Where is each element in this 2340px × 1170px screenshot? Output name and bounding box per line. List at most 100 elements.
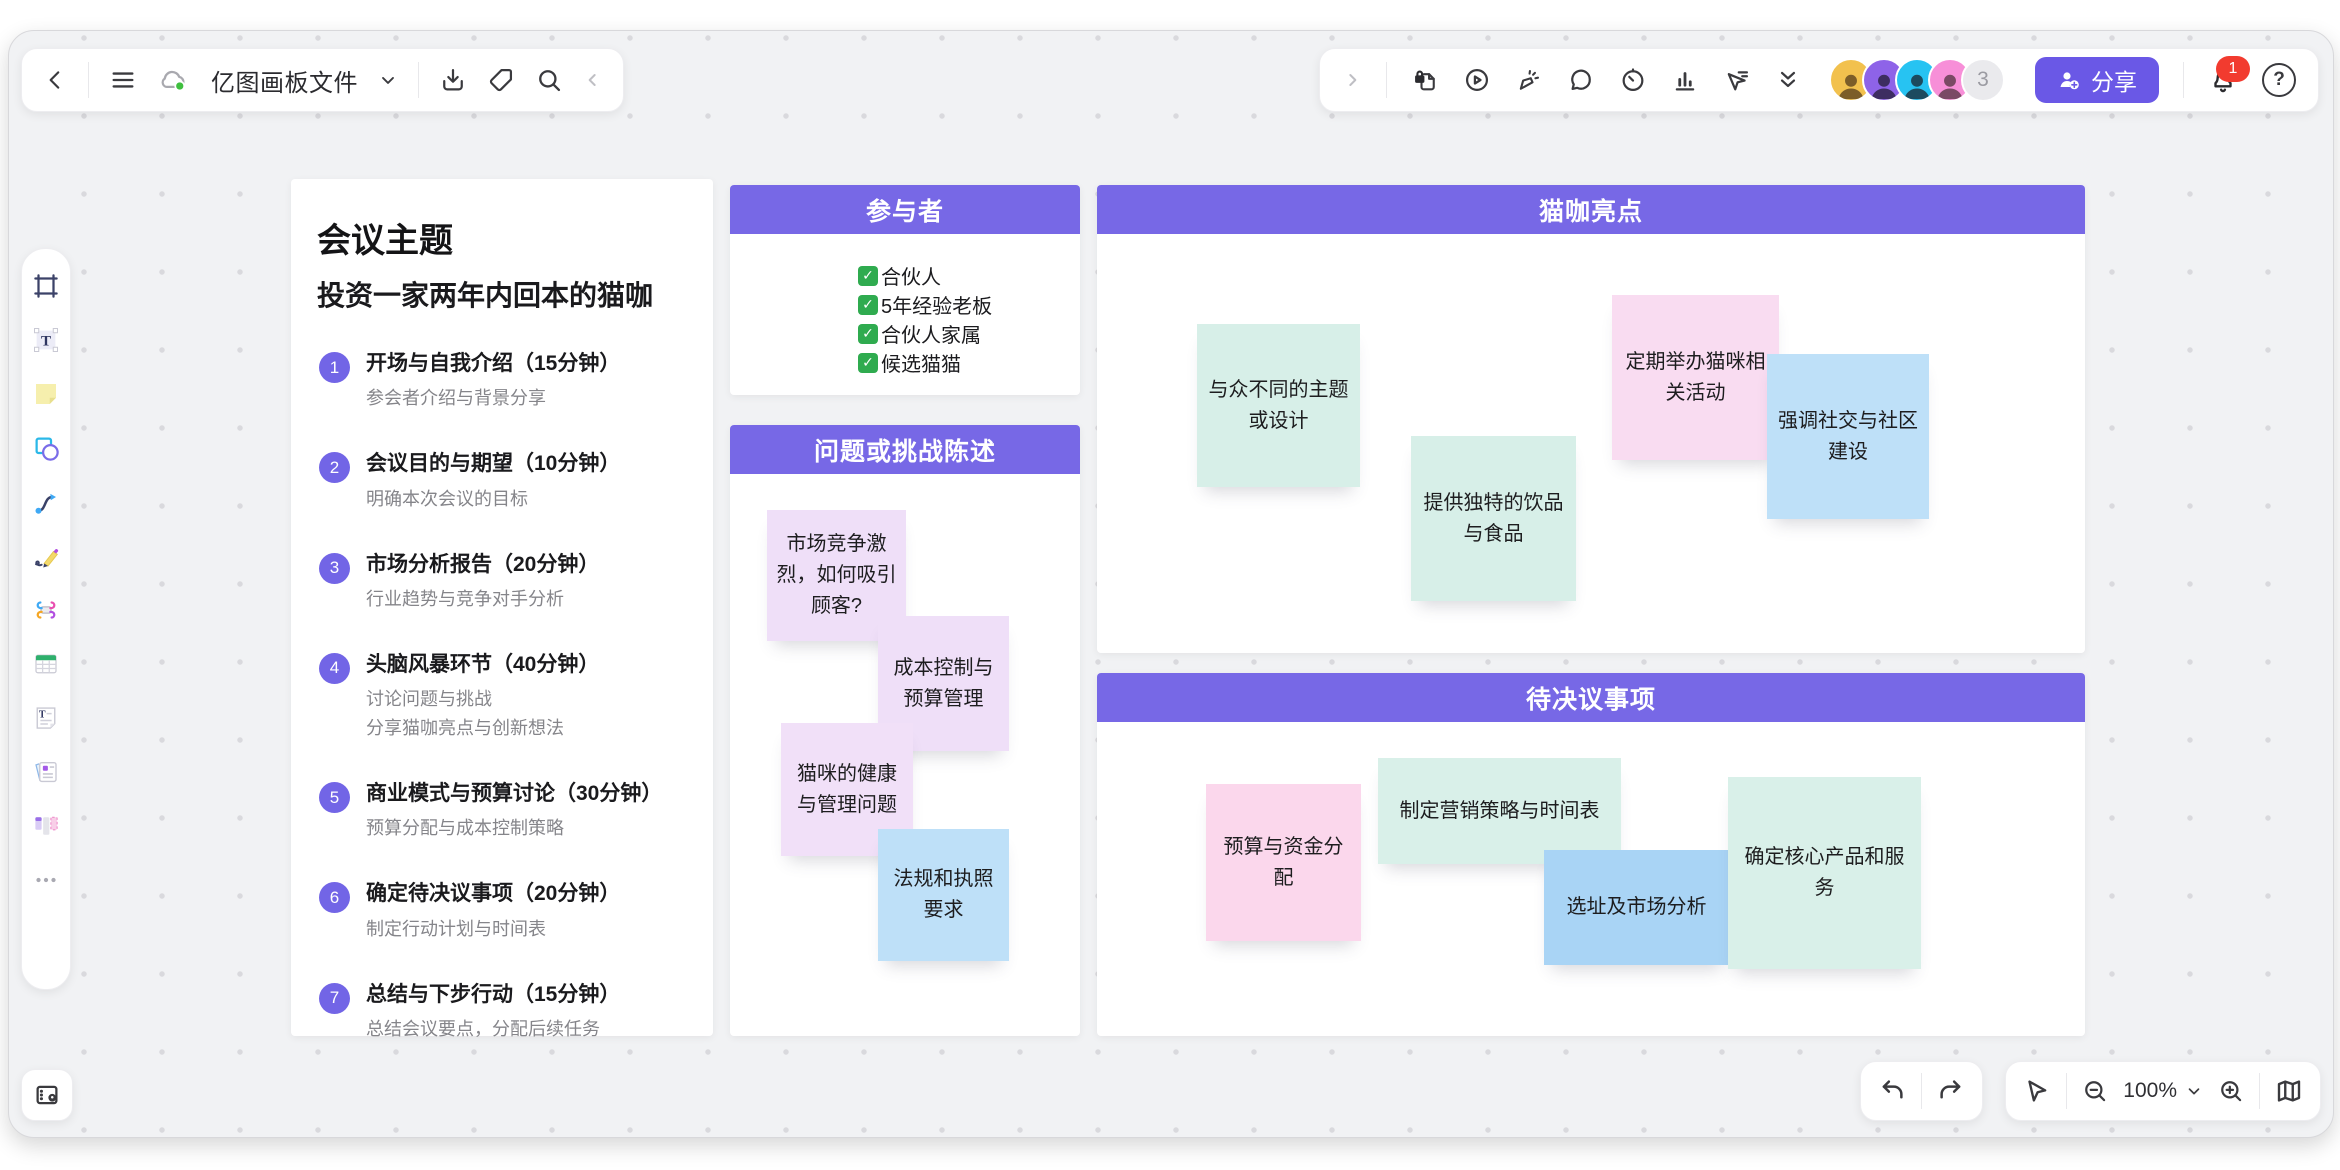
sticky-note[interactable]: 制定营销策略与时间表: [1378, 758, 1621, 864]
notification-badge: 1: [2216, 56, 2250, 82]
zoom-controls: 100%: [2005, 1061, 2321, 1121]
mindmap-tool-icon[interactable]: [31, 595, 61, 625]
agenda-title: 会议主题: [317, 222, 453, 260]
divider: [2066, 1073, 2068, 1109]
poll-chart-icon[interactable]: [1671, 66, 1699, 94]
connector-tool-icon[interactable]: [31, 487, 61, 517]
meeting-agenda-frame[interactable]: 会议主题 投资一家两年内回本的猫咖 1 开场与自我介绍（15分钟） 参会者介绍与…: [291, 179, 713, 1039]
agenda-item-number: 5: [319, 782, 350, 814]
participants-section[interactable]: 参与者 ✓合伙人 ✓5年经验老板 ✓合伙人家属 ✓候选猫猫: [730, 185, 1080, 395]
collaborator-avatars[interactable]: 3: [1829, 58, 2005, 102]
sticky-note[interactable]: 选址及市场分析: [1544, 850, 1729, 965]
agenda-item-desc: 行业趋势与竞争对手分析: [366, 588, 564, 609]
sticky-note-text: 制定营销策略与时间表: [1399, 799, 1600, 822]
divider: [2183, 62, 2184, 98]
check-icon: ✓: [858, 352, 878, 373]
sticky-note[interactable]: 强调社交与社区建设: [1767, 354, 1929, 519]
divider: [1921, 1073, 1922, 1109]
sticky-note[interactable]: 预算与资金分配: [1206, 784, 1361, 941]
comment-icon[interactable]: [1567, 66, 1595, 94]
agenda-item-number: 2: [319, 452, 350, 484]
collapse-left-icon[interactable]: [583, 70, 603, 90]
agenda-item: 1 开场与自我介绍（15分钟） 参会者介绍与背景分享: [319, 350, 713, 413]
menu-icon[interactable]: [109, 66, 137, 94]
sticky-note-tool-icon[interactable]: [31, 379, 61, 409]
agenda-item-desc: 分享猫咖亮点与创新想法: [366, 718, 564, 739]
timer-icon[interactable]: [1619, 66, 1647, 94]
divider: [2259, 1073, 2260, 1109]
document-tool-icon[interactable]: T: [31, 703, 61, 733]
agenda-subtitle: 投资一家两年内回本的猫咖: [317, 280, 654, 311]
share-button[interactable]: 分享: [2035, 57, 2159, 103]
sticky-note[interactable]: 与众不同的主题或设计: [1197, 324, 1360, 487]
agenda-item-number: 1: [319, 352, 350, 383]
agenda-item: 3 市场分析报告（20分钟） 行业趋势与竞争对手分析: [319, 551, 713, 614]
sticky-note-text: 与众不同的主题或设计: [1208, 378, 1349, 432]
check-icon: ✓: [858, 294, 878, 315]
agenda-item-desc: 制定行动计划与时间表: [366, 918, 546, 939]
whiteboard-window: 亿图画板文件: [8, 30, 2334, 1138]
agenda-item-title: 会议目的与期望（10分钟）: [366, 452, 621, 476]
sticky-note-text: 提供独特的饮品与食品: [1423, 491, 1564, 545]
sticky-note[interactable]: 市场竞争激烈，如何吸引顾客?: [767, 510, 906, 641]
agenda-item-title: 总结与下步行动（15分钟）: [366, 982, 621, 1006]
participant-item: ✓5年经验老板: [858, 290, 1080, 319]
sticky-note-text: 强调社交与社区建设: [1778, 409, 1918, 463]
undo-icon[interactable]: [1877, 1076, 1907, 1106]
double-chevron-down-icon[interactable]: [1775, 67, 1801, 93]
agenda-item-desc: 参会者介绍与背景分享: [366, 388, 546, 409]
shape-tool-icon[interactable]: [31, 433, 61, 463]
agenda-item: 2 会议目的与期望（10分钟） 明确本次会议的目标: [319, 450, 713, 513]
share-label: 分享: [2091, 69, 2137, 95]
document-title[interactable]: 亿图画板文件: [211, 69, 358, 97]
sticky-note-text: 市场竞争激烈，如何吸引顾客?: [776, 533, 897, 617]
avatar[interactable]: [1928, 58, 1972, 102]
notifications-bell-icon[interactable]: 1: [2208, 56, 2250, 95]
search-icon[interactable]: [535, 66, 563, 94]
more-tools-icon[interactable]: [31, 865, 61, 895]
zoom-chevron-down-icon[interactable]: [2185, 1082, 2203, 1100]
kanban-tool-icon[interactable]: [31, 811, 61, 841]
zoom-level[interactable]: 100%: [2123, 1079, 2177, 1102]
agenda-item: 5 商业模式与预算讨论（30分钟） 预算分配与成本控制策略: [319, 780, 713, 843]
back-icon[interactable]: [42, 67, 68, 93]
download-icon[interactable]: [439, 66, 467, 94]
expand-right-icon[interactable]: [1342, 70, 1362, 90]
locked-file-icon[interactable]: [1411, 66, 1439, 94]
zoom-out-icon[interactable]: [2081, 1077, 2109, 1105]
sticky-note[interactable]: 提供独特的饮品与食品: [1411, 436, 1576, 601]
agenda-item-title: 市场分析报告（20分钟）: [366, 552, 600, 576]
problems-section[interactable]: 问题或挑战陈述 市场竞争激烈，如何吸引顾客? 成本控制与预算管理 猫咪的健康与管…: [730, 425, 1080, 1036]
collaborator-count[interactable]: 3: [1961, 58, 2005, 102]
card-tool-icon[interactable]: [31, 757, 61, 787]
participant-item: ✓候选猫猫: [858, 348, 1080, 377]
problems-header: 问题或挑战陈述: [730, 425, 1080, 474]
frame-tool-icon[interactable]: [31, 271, 61, 301]
agenda-item: 7 总结与下步行动（15分钟） 总结会议要点，分配后续任务: [319, 981, 713, 1044]
zoom-in-icon[interactable]: [2217, 1077, 2245, 1105]
redo-icon[interactable]: [1936, 1076, 1966, 1106]
sticky-note[interactable]: 确定核心产品和服务: [1728, 777, 1921, 969]
chevron-down-icon[interactable]: [378, 70, 398, 90]
participants-header: 参与者: [730, 185, 1080, 234]
sticky-note-text: 猫咪的健康与管理问题: [797, 762, 897, 816]
laser-pointer-icon[interactable]: [1515, 66, 1543, 94]
highlights-section[interactable]: 猫咖亮点 与众不同的主题或设计 定期举办猫咪相关活动 提供独特的饮品与食品 强调…: [1097, 185, 2085, 653]
sticky-note[interactable]: 法规和执照要求: [878, 829, 1009, 961]
agenda-item-number: 7: [319, 982, 350, 1014]
sticky-note[interactable]: 定期举办猫咪相关活动: [1612, 295, 1779, 460]
agenda-item-title: 开场与自我介绍（15分钟）: [366, 352, 621, 375]
pen-tool-icon[interactable]: [31, 541, 61, 571]
tag-icon[interactable]: [487, 66, 515, 94]
text-tool-icon[interactable]: T: [31, 325, 61, 355]
cloud-synced-icon: [157, 65, 191, 95]
cursor-icon[interactable]: [2022, 1076, 2052, 1106]
present-play-icon[interactable]: [1463, 66, 1491, 94]
agenda-item: 6 确定待决议事项（20分钟） 制定行动计划与时间表: [319, 880, 713, 943]
table-tool-icon[interactable]: [31, 649, 61, 679]
decisions-section[interactable]: 待决议事项 预算与资金分配 制定营销策略与时间表 选址及市场分析 确定核心产品和…: [1097, 673, 2085, 1036]
minimap-icon[interactable]: [2274, 1076, 2304, 1106]
board-notes-button[interactable]: [21, 1069, 73, 1121]
follow-cursor-icon[interactable]: [1723, 66, 1751, 94]
help-button[interactable]: ?: [2262, 63, 2296, 97]
